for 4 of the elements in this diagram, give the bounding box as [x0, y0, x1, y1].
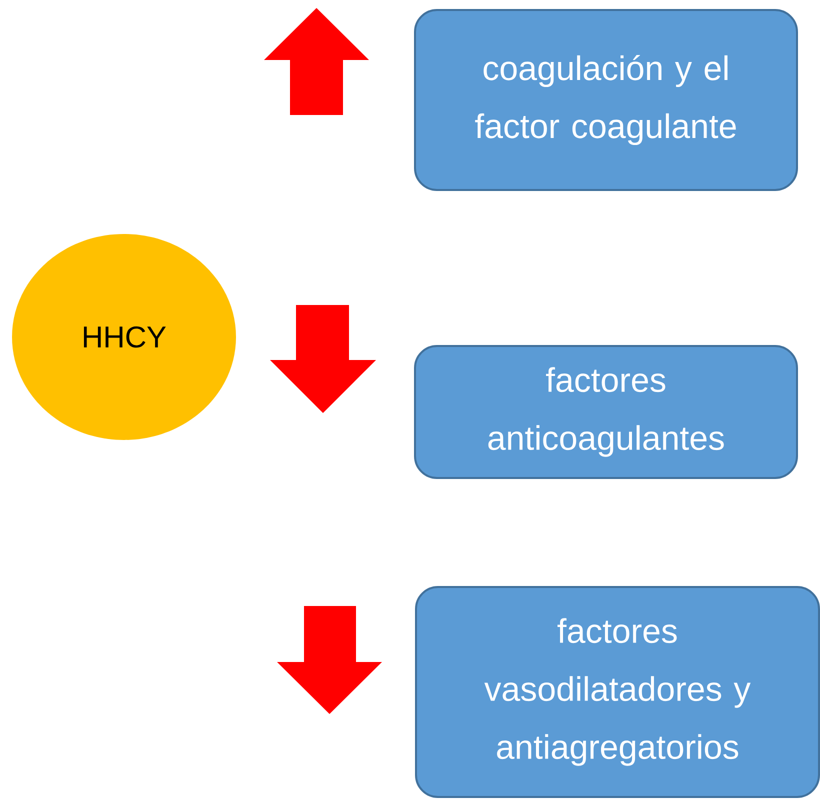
circle-node: HHCY	[12, 234, 236, 440]
process-box: coagulación y el factor coagulante	[414, 9, 798, 191]
process-box: factores anticoagulantes	[414, 345, 798, 479]
process-box: factores vasodilatadores y antiagregatorios	[415, 586, 820, 798]
